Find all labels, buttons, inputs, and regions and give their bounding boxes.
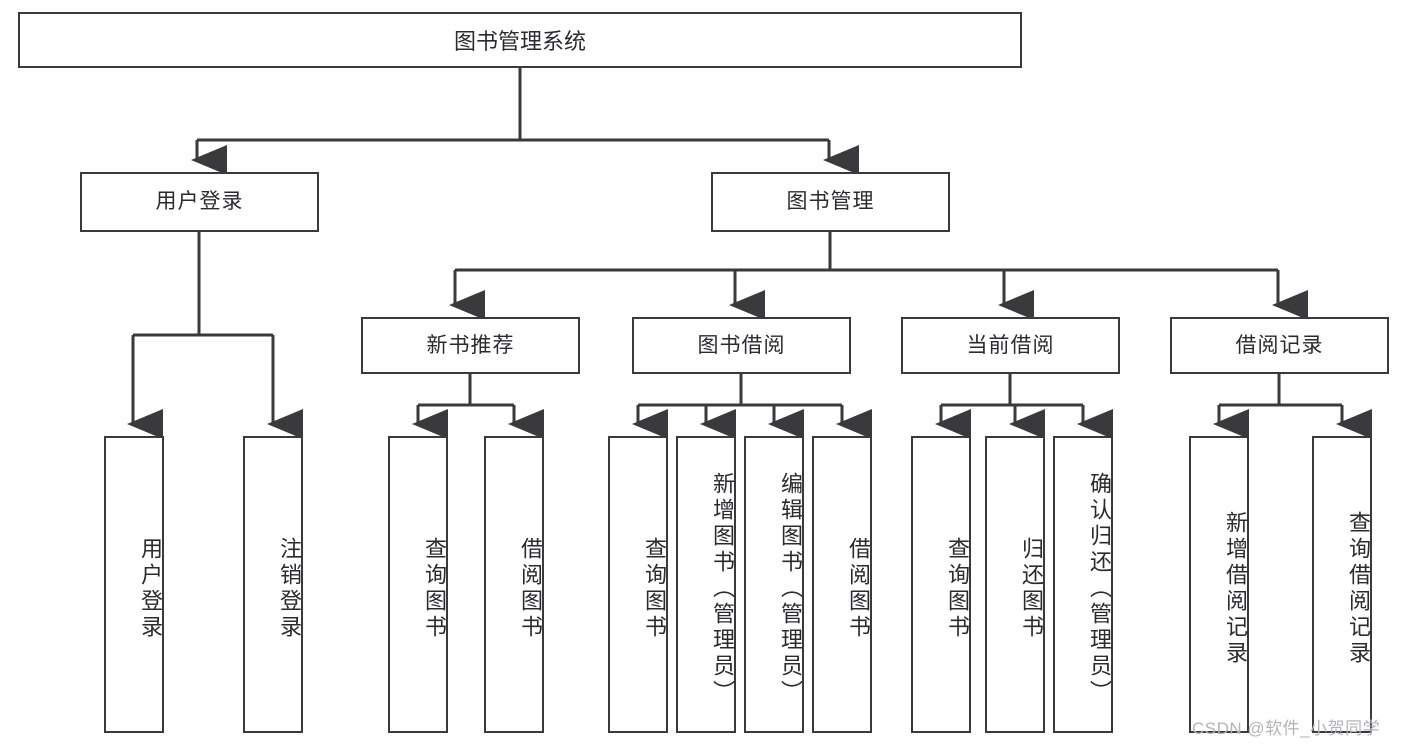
leaf-add-record-label: 新增借阅记录: [1223, 510, 1248, 667]
csdn-watermark: CSDN @软件_小贺同学: [1192, 719, 1381, 738]
node-current-borrow[interactable]: 当前借阅: [901, 317, 1120, 374]
leaf-query-book-1[interactable]: 查询图书: [388, 436, 448, 733]
leaf-add-book[interactable]: 新增图书（管理员）: [676, 436, 736, 733]
node-book-borrow[interactable]: 图书借阅: [632, 317, 851, 374]
node-book-borrow-label: 图书借阅: [697, 333, 786, 357]
leaf-query-book-2-label: 查询图书: [642, 536, 667, 641]
leaf-logout-label: 注销登录: [277, 536, 302, 641]
leaf-edit-book-label: 编辑图书（管理员）: [778, 471, 803, 706]
node-current-borrow-label: 当前借阅: [966, 333, 1055, 357]
leaf-borrow-book-2[interactable]: 借阅图书: [812, 436, 872, 733]
node-book-manage-label: 图书管理: [786, 190, 875, 214]
node-user-login[interactable]: 用户登录: [80, 172, 319, 232]
leaf-confirm-return-label: 确认归还（管理员）: [1087, 471, 1112, 706]
node-root-label: 图书管理系统: [453, 29, 586, 54]
node-borrow-record-label: 借阅记录: [1235, 333, 1324, 357]
leaf-return-book[interactable]: 归还图书: [985, 436, 1045, 733]
leaf-borrow-book-1[interactable]: 借阅图书: [484, 436, 544, 733]
leaf-borrow-book-2-label: 借阅图书: [846, 536, 871, 641]
leaf-user-login[interactable]: 用户登录: [104, 436, 164, 733]
leaf-logout[interactable]: 注销登录: [243, 436, 303, 733]
leaf-return-book-label: 归还图书: [1019, 536, 1044, 641]
leaf-add-book-label: 新增图书（管理员）: [710, 471, 735, 706]
node-book-manage[interactable]: 图书管理: [711, 172, 950, 232]
leaf-query-record-label: 查询借阅记录: [1346, 510, 1371, 667]
leaf-confirm-return[interactable]: 确认归还（管理员）: [1053, 436, 1113, 733]
leaf-query-book-3-label: 查询图书: [945, 536, 970, 641]
node-root-system[interactable]: 图书管理系统: [18, 12, 1022, 68]
leaf-add-record[interactable]: 新增借阅记录: [1189, 436, 1249, 733]
leaf-user-login-label: 用户登录: [138, 536, 163, 641]
node-new-book-recommend-label: 新书推荐: [426, 333, 515, 357]
leaf-query-book-2[interactable]: 查询图书: [608, 436, 668, 733]
leaf-borrow-book-1-label: 借阅图书: [518, 536, 543, 641]
leaf-edit-book[interactable]: 编辑图书（管理员）: [744, 436, 804, 733]
node-user-login-label: 用户登录: [155, 190, 244, 214]
node-new-book-recommend[interactable]: 新书推荐: [361, 317, 580, 374]
leaf-query-record[interactable]: 查询借阅记录: [1312, 436, 1372, 733]
leaf-query-book-1-label: 查询图书: [422, 536, 447, 641]
leaf-query-book-3[interactable]: 查询图书: [911, 436, 971, 733]
node-borrow-record[interactable]: 借阅记录: [1170, 317, 1389, 374]
